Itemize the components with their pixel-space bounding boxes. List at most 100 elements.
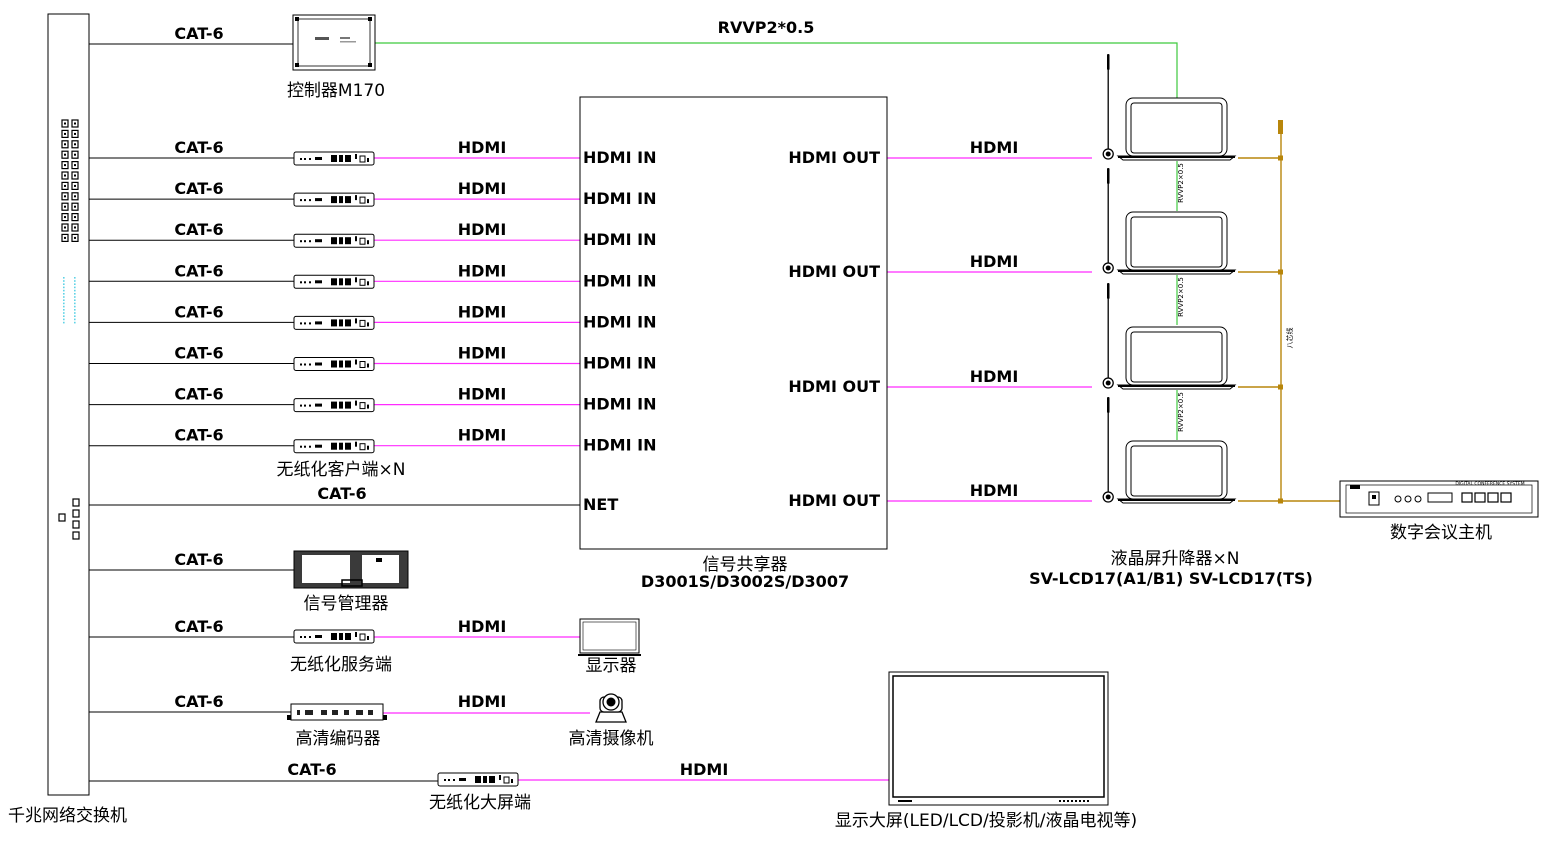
encoder-port <box>356 710 363 715</box>
switch-port-pin <box>64 132 66 135</box>
switch-port-pin <box>64 164 66 167</box>
host-display <box>1427 492 1453 503</box>
controller-screw <box>295 63 299 67</box>
port-pin <box>367 322 369 327</box>
port-dot <box>304 636 306 638</box>
lifts-models: SV-LCD17(A1/B1) SV-LCD17(TS) <box>1029 569 1313 588</box>
sharer-hdmi-in-port: HDMI IN <box>583 395 656 414</box>
port-rj45 <box>339 360 343 368</box>
port-dot <box>304 199 306 202</box>
lid-outer <box>1125 211 1228 271</box>
port-rj45 <box>339 442 343 450</box>
host-port <box>1500 492 1512 503</box>
switch-led <box>63 293 65 295</box>
sharer-hdmi-out-port: HDMI OUT <box>788 491 880 510</box>
sharer-hdmi-in-port: HDMI IN <box>583 271 656 290</box>
switch-port-pin <box>74 216 76 219</box>
client-cable-label: CAT-6 <box>174 261 223 280</box>
port-rj45 <box>345 237 351 245</box>
host-port <box>1487 492 1499 503</box>
port-rj45 <box>345 401 351 409</box>
switch-port-pin <box>64 184 66 187</box>
client-hdmi-label: HDMI <box>458 385 507 404</box>
switch-led <box>63 283 65 285</box>
large-display-button <box>1071 800 1073 802</box>
switch-led <box>74 296 76 298</box>
encoder-port <box>321 710 327 715</box>
switch-led <box>74 321 76 324</box>
port-rj45 <box>489 776 495 783</box>
desktop-monitor-screen <box>582 621 637 651</box>
mic-head <box>1107 397 1110 413</box>
switch-port-pin <box>64 143 66 146</box>
switch-port-pin <box>64 216 66 219</box>
port-usb <box>359 278 366 286</box>
port-rj45 <box>339 155 343 162</box>
switch-port-pin <box>64 205 66 208</box>
port-rj45 <box>475 776 481 783</box>
switch-led <box>74 299 76 301</box>
switch-led <box>63 302 65 305</box>
port-rj45 <box>345 633 351 640</box>
switch-led <box>63 321 65 324</box>
switch-led <box>63 277 65 279</box>
encoder-port <box>344 710 349 715</box>
switch-led <box>74 286 76 289</box>
switch-console-port <box>58 513 66 522</box>
host-power-knob <box>1372 495 1376 499</box>
client-transmitter <box>293 274 375 289</box>
sharer-hdmi-in-port: HDMI IN <box>583 436 656 455</box>
port-usb <box>359 196 366 204</box>
large-display-label: 显示大屏(LED/LCD/投影机/液晶电视等) <box>835 811 1137 831</box>
port-rj45 <box>331 442 337 450</box>
client-transmitter <box>293 357 375 371</box>
port-usb <box>359 633 366 641</box>
port-rj45 <box>331 196 337 204</box>
switch-uplink-port <box>72 509 80 518</box>
port-hdmi <box>315 280 322 284</box>
switch-port-pin <box>74 153 76 156</box>
port-rj45 <box>345 319 351 327</box>
lid-screen <box>1130 331 1223 383</box>
port-hdmi <box>315 157 322 160</box>
port-usb <box>503 776 510 784</box>
port-dot <box>448 779 450 781</box>
switch-port-pin <box>74 174 76 177</box>
gooseneck-microphone <box>1102 397 1114 503</box>
lift-monitor <box>1116 440 1237 504</box>
port-hdmi <box>315 239 322 243</box>
port-dot <box>304 281 306 284</box>
camera-base <box>595 711 627 723</box>
signal-manager-screen <box>302 555 350 583</box>
port-led <box>355 318 357 324</box>
client-hdmi-label: HDMI <box>458 261 507 280</box>
mic-base-center <box>1105 494 1111 500</box>
host-knob <box>1404 495 1412 503</box>
lifts-label: 液晶屏升降器×N <box>1111 549 1240 569</box>
client-transmitter <box>293 151 375 166</box>
client-hdmi-label: HDMI <box>458 220 507 239</box>
switch-led <box>74 305 76 308</box>
client-hdmi-label: HDMI <box>458 179 507 198</box>
port-rj45 <box>339 196 343 204</box>
client-transmitter <box>293 398 375 413</box>
lift-rvvp-label: RVVP2×0.5 <box>1177 392 1185 432</box>
gooseneck-microphone <box>1102 54 1114 160</box>
switch-port-pin <box>74 143 76 146</box>
encoder-port <box>332 710 338 715</box>
client-cable-label: CAT-6 <box>174 220 223 239</box>
port-rj45 <box>339 633 343 640</box>
switch-port-pin <box>74 122 76 125</box>
port-rj45 <box>483 776 487 783</box>
port-dot <box>304 445 306 448</box>
lift-monitor <box>1116 97 1237 161</box>
large-display-button <box>1067 800 1069 802</box>
port-dot <box>300 322 302 325</box>
server-cable-label: CAT-6 <box>174 617 223 636</box>
port-led <box>355 359 357 365</box>
port-dot <box>300 363 302 366</box>
switch-led <box>63 315 65 317</box>
large-display-button <box>1059 800 1061 802</box>
bus-cable-label: 八芯线 <box>1285 328 1294 349</box>
client-hdmi-label: HDMI <box>458 426 507 445</box>
